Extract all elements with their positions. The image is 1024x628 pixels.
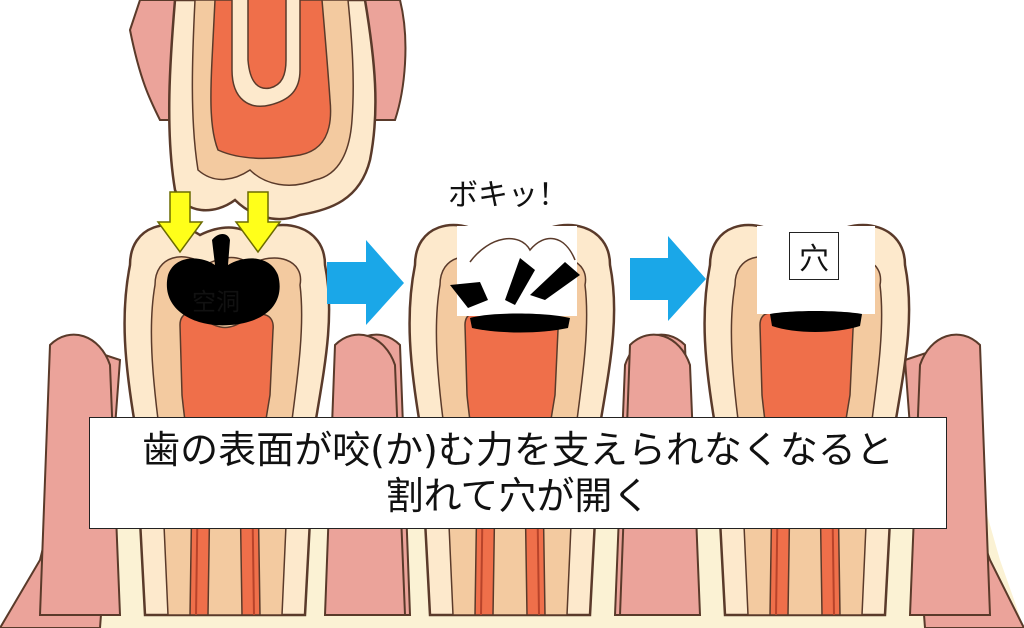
flow-arrow-1 — [327, 240, 404, 325]
fragment-outline — [469, 237, 576, 263]
hole-bottom — [770, 311, 862, 332]
fragment-2 — [505, 258, 535, 305]
crack-label: ボキッ！ — [448, 178, 568, 213]
fragment-3 — [530, 262, 580, 300]
hole-label: 穴 — [789, 232, 839, 280]
crack-cavity — [470, 313, 570, 333]
upper-tooth — [128, 0, 407, 221]
caption-box: 歯の表面が咬(か)む力を支えられなくなると 割れて穴が開く — [89, 417, 947, 529]
cavity-region — [166, 234, 280, 326]
flow-arrow-2 — [630, 236, 706, 321]
cavity-label: 空洞 — [192, 288, 240, 316]
caption-line-2: 割れて穴が開く — [385, 474, 651, 518]
bite-arrow-right — [234, 191, 282, 254]
fragment-1 — [450, 282, 488, 308]
caption-line-1: 歯の表面が咬(か)む力を支えられなくなると — [142, 428, 894, 472]
bite-arrow-left — [156, 191, 204, 254]
